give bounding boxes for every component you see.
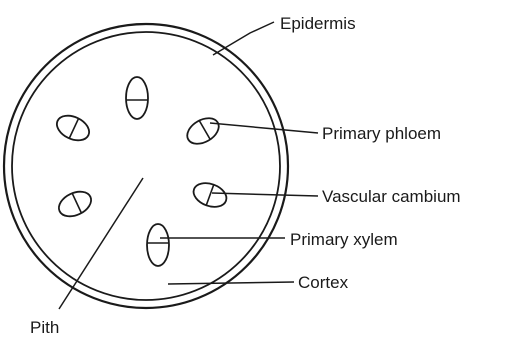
primary-phloem-leader-line <box>210 123 318 133</box>
primary-phloem-label: Primary phloem <box>322 124 441 143</box>
vascular-cambium-leader-line <box>212 193 318 196</box>
vascular-bundle-right <box>190 179 229 211</box>
vascular-cambium-label: Vascular cambium <box>322 187 461 206</box>
epidermis-label: Epidermis <box>280 14 356 33</box>
pith-label: Pith <box>30 318 59 337</box>
vascular-bundle-upper-left <box>53 111 93 145</box>
epidermis-leader-line <box>213 22 274 55</box>
vascular-bundle-bottom <box>147 224 169 266</box>
pith-leader-line <box>59 178 143 309</box>
cortex-leader-line <box>168 282 294 284</box>
epidermis-outer-ring <box>4 24 288 308</box>
primary-xylem-label: Primary xylem <box>290 230 398 249</box>
vascular-bundle-lower-left <box>55 187 95 221</box>
cortex-label: Cortex <box>298 273 349 292</box>
vascular-bundle-upper-right <box>183 113 223 149</box>
cortex-inner-ring <box>12 32 280 300</box>
vascular-bundle-top <box>126 77 148 119</box>
